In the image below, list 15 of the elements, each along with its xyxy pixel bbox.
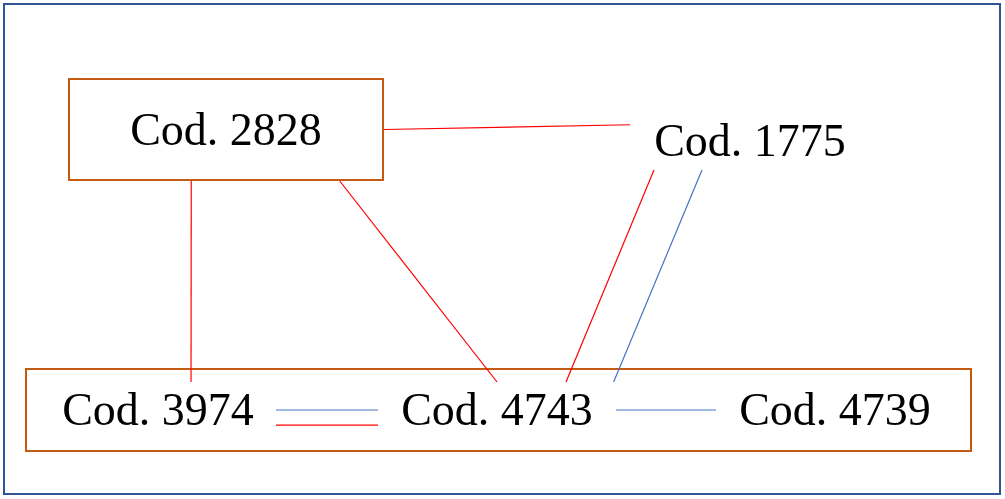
node-label: Cod. 1775 (654, 118, 846, 164)
connector-line (190, 180, 192, 383)
node-label: Cod. 4739 (739, 387, 931, 433)
connector-line (615, 409, 717, 411)
group-box (25, 368, 972, 452)
connector-line (613, 169, 703, 383)
process-box (68, 78, 384, 181)
connector-line (275, 409, 379, 411)
connector-line (275, 424, 379, 426)
node-label: Cod. 4743 (401, 387, 593, 433)
connector-line (339, 180, 498, 383)
connector-line (383, 124, 631, 131)
node-label: Cod. 2828 (130, 106, 322, 153)
connector-line (565, 169, 655, 383)
node-label: Cod. 3974 (62, 387, 254, 433)
